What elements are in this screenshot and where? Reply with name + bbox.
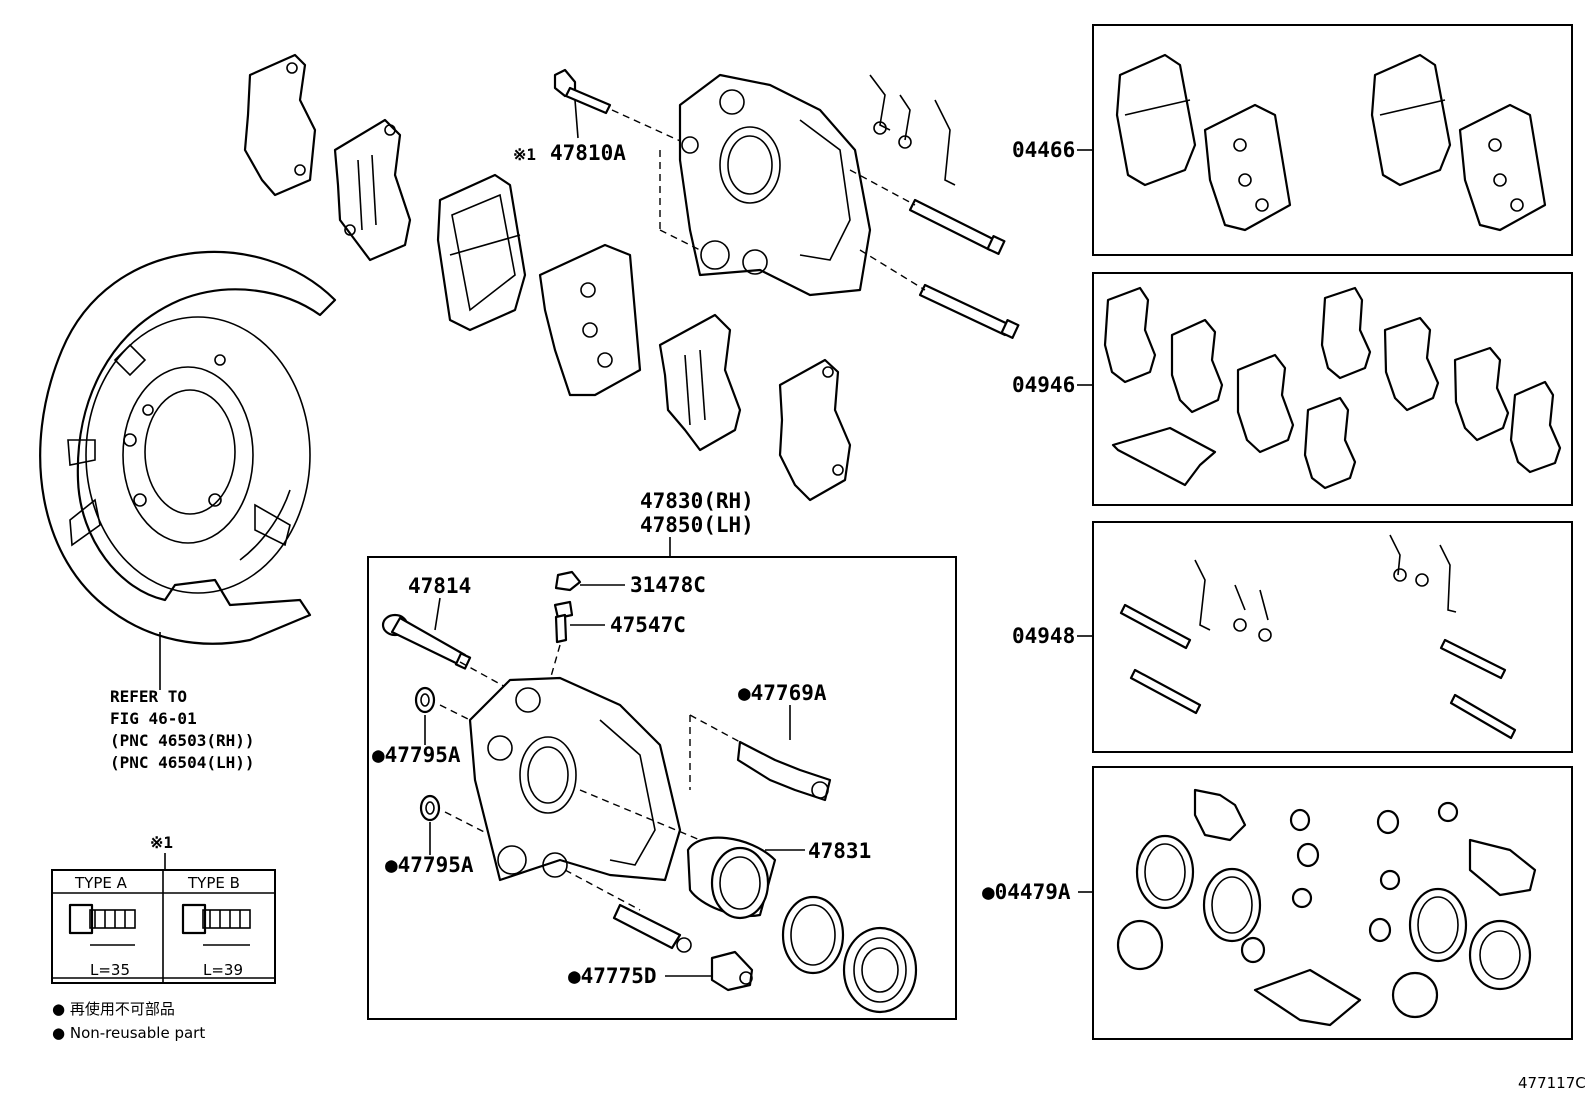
kit-04946-shims [1103, 286, 1562, 490]
bolt-47814 [381, 613, 472, 670]
label-47795a-1: ●47795A [372, 743, 461, 767]
inner-shim-2 [658, 313, 742, 452]
label-04948: 04948 [1012, 624, 1075, 648]
bolt-47810a [553, 68, 612, 115]
boot-47775d [710, 950, 754, 992]
bleeder-screw-47547c [553, 600, 574, 644]
lower-caliper-body [468, 676, 682, 882]
kit-04948-pins [1119, 534, 1517, 740]
caliper-assembly-box [367, 556, 957, 1020]
refer-label-line3: (PNC 46503(RH)) [110, 731, 255, 750]
label-04466: 04466 [1012, 138, 1075, 162]
refer-label-line4: (PNC 46504(LH)) [110, 753, 255, 772]
piston-seal [781, 895, 845, 975]
bolt-note-mark: ※1 [513, 145, 536, 164]
label-47547c: 47547C [610, 613, 686, 637]
upper-caliper-body [678, 73, 872, 297]
kit-04479a-seals [1116, 788, 1537, 1027]
label-47769a: ●47769A [738, 681, 827, 705]
bolt-type-table [51, 869, 276, 984]
type-note-mark: ※1 [150, 833, 173, 852]
kit-box-04946 [1092, 272, 1573, 506]
kit-04466-pads [1115, 53, 1547, 232]
inner-shim-1 [333, 118, 412, 262]
kit-box-04479a [1092, 766, 1573, 1040]
type-b-header: TYPE B [187, 874, 240, 892]
label-47810a: 47810A [550, 141, 626, 165]
brake-pad-1 [436, 173, 527, 332]
guide-pin-lower [612, 903, 692, 953]
guide-pin-47769a [736, 740, 832, 802]
piston-47831 [686, 836, 777, 920]
legend-english: ● Non-reusable part [52, 1024, 205, 1042]
label-31478c: 31478C [630, 573, 706, 597]
refer-label-line1: REFER TO [110, 687, 187, 706]
label-47831: 47831 [808, 839, 871, 863]
figure-code: 477117C [1518, 1074, 1586, 1092]
label-47830-rh: 47830(RH) [640, 489, 754, 513]
type-a-length: L=35 [90, 961, 130, 979]
type-a-header: TYPE A [74, 874, 128, 892]
guide-pin-2 [918, 283, 1020, 339]
kit-box-04466 [1092, 24, 1573, 256]
bushing-47795a-1 [414, 686, 436, 714]
refer-label-line2: FIG 46-01 [110, 709, 197, 728]
cap-31478c [554, 570, 582, 592]
brake-pad-2 [538, 243, 642, 397]
dust-shield [39, 250, 337, 645]
label-47775d: ●47775D [568, 964, 657, 988]
type-b-length: L=39 [203, 961, 243, 979]
outer-shim-2 [778, 358, 852, 502]
label-47814: 47814 [408, 574, 471, 598]
outer-shim-1 [243, 53, 317, 197]
cylinder-boot [842, 926, 918, 1014]
anti-rattle-spring-1 [869, 74, 956, 186]
bushing-47795a-2 [419, 794, 441, 822]
label-47795a-2: ●47795A [385, 853, 474, 877]
label-47850-lh: 47850(LH) [640, 513, 754, 537]
guide-pin-1 [908, 198, 1006, 255]
label-04479a: ●04479A [982, 880, 1071, 904]
legend-japanese: ● 再使用不可部品 [52, 1000, 175, 1018]
kit-box-04948 [1092, 521, 1573, 753]
label-04946: 04946 [1012, 373, 1075, 397]
